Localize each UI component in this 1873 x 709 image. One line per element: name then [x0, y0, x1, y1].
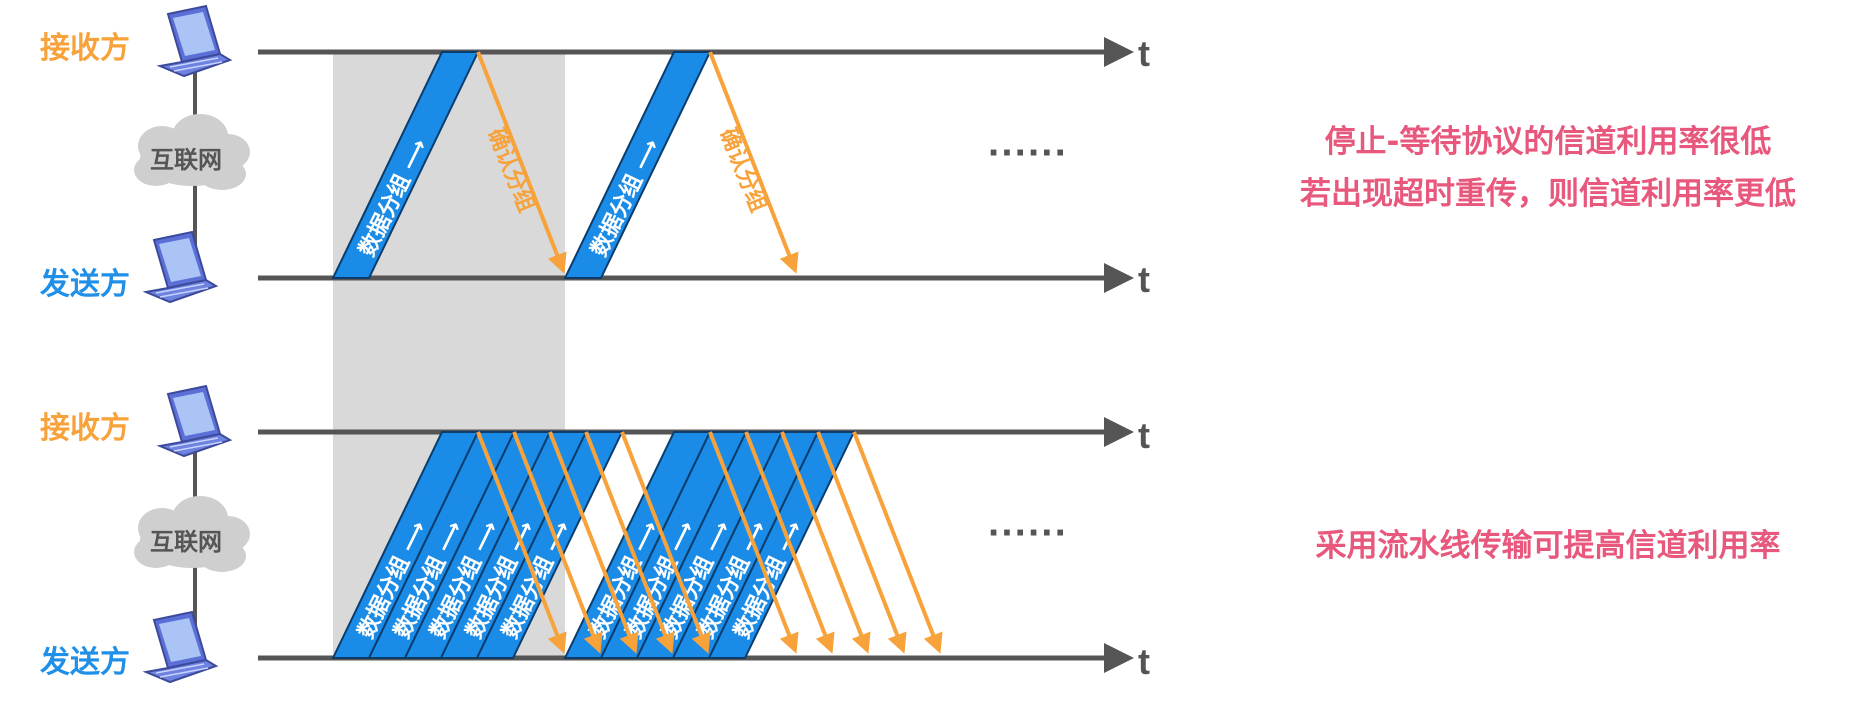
ack-arrow — [780, 431, 871, 654]
ack-arrow — [512, 431, 603, 654]
note-line: 采用流水线传输可提高信道利用率 — [1316, 528, 1781, 564]
sender-label: 发送方 — [39, 645, 130, 680]
receiver-label: 接收方 — [40, 31, 130, 66]
receiver-label: 接收方 — [40, 411, 130, 446]
axis-t-label: t — [1138, 259, 1150, 300]
ack-arrow — [476, 431, 567, 654]
laptop-icon — [159, 5, 231, 77]
pipelined-packets: 数据分组 ⟶数据分组 ⟶数据分组 ⟶数据分组 ⟶数据分组 ⟶数据分组 ⟶数据分组… — [331, 431, 856, 659]
pipelined-acks — [476, 431, 943, 654]
pipelining-diagram: 接收方 发送方 互联网 t t 数据分组 ⟶数据分组 ⟶数据分组 ⟶数据分组 ⟶… — [39, 385, 1783, 683]
stop-and-wait-diagram: 接收方 发送方 互联网 t t 数据分组 ⟶ 确认分组 数据分组 ⟶ 确认分组 … — [39, 5, 1799, 303]
ack-arrow — [852, 431, 943, 654]
laptop-icon — [159, 385, 231, 457]
note-line: 停止-等待协议的信道利用率很低 — [1325, 124, 1772, 160]
axis-t-label: t — [1138, 641, 1150, 682]
ack-arrow — [548, 431, 639, 654]
axis-t-label: t — [1138, 33, 1150, 74]
network-label: 互联网 — [150, 528, 222, 556]
laptop-icon — [145, 611, 217, 683]
sender-label: 发送方 — [39, 267, 130, 302]
ack-arrow — [476, 51, 567, 274]
ellipsis: ······ — [988, 131, 1068, 175]
note-line: 若出现超时重传，则信道利用率更低 — [1300, 176, 1796, 212]
ack-arrow — [620, 431, 711, 654]
network-label: 互联网 — [150, 146, 222, 174]
ack-arrow — [708, 431, 799, 654]
ack-arrow — [816, 431, 907, 654]
ack-arrow — [708, 51, 799, 274]
ack-packet-label: 确认分组 — [714, 125, 771, 216]
ellipsis: ······ — [988, 511, 1068, 555]
axis-t-label: t — [1138, 415, 1150, 456]
laptop-icon — [145, 231, 217, 303]
ack-arrow — [584, 431, 675, 654]
ack-arrow — [744, 431, 835, 654]
